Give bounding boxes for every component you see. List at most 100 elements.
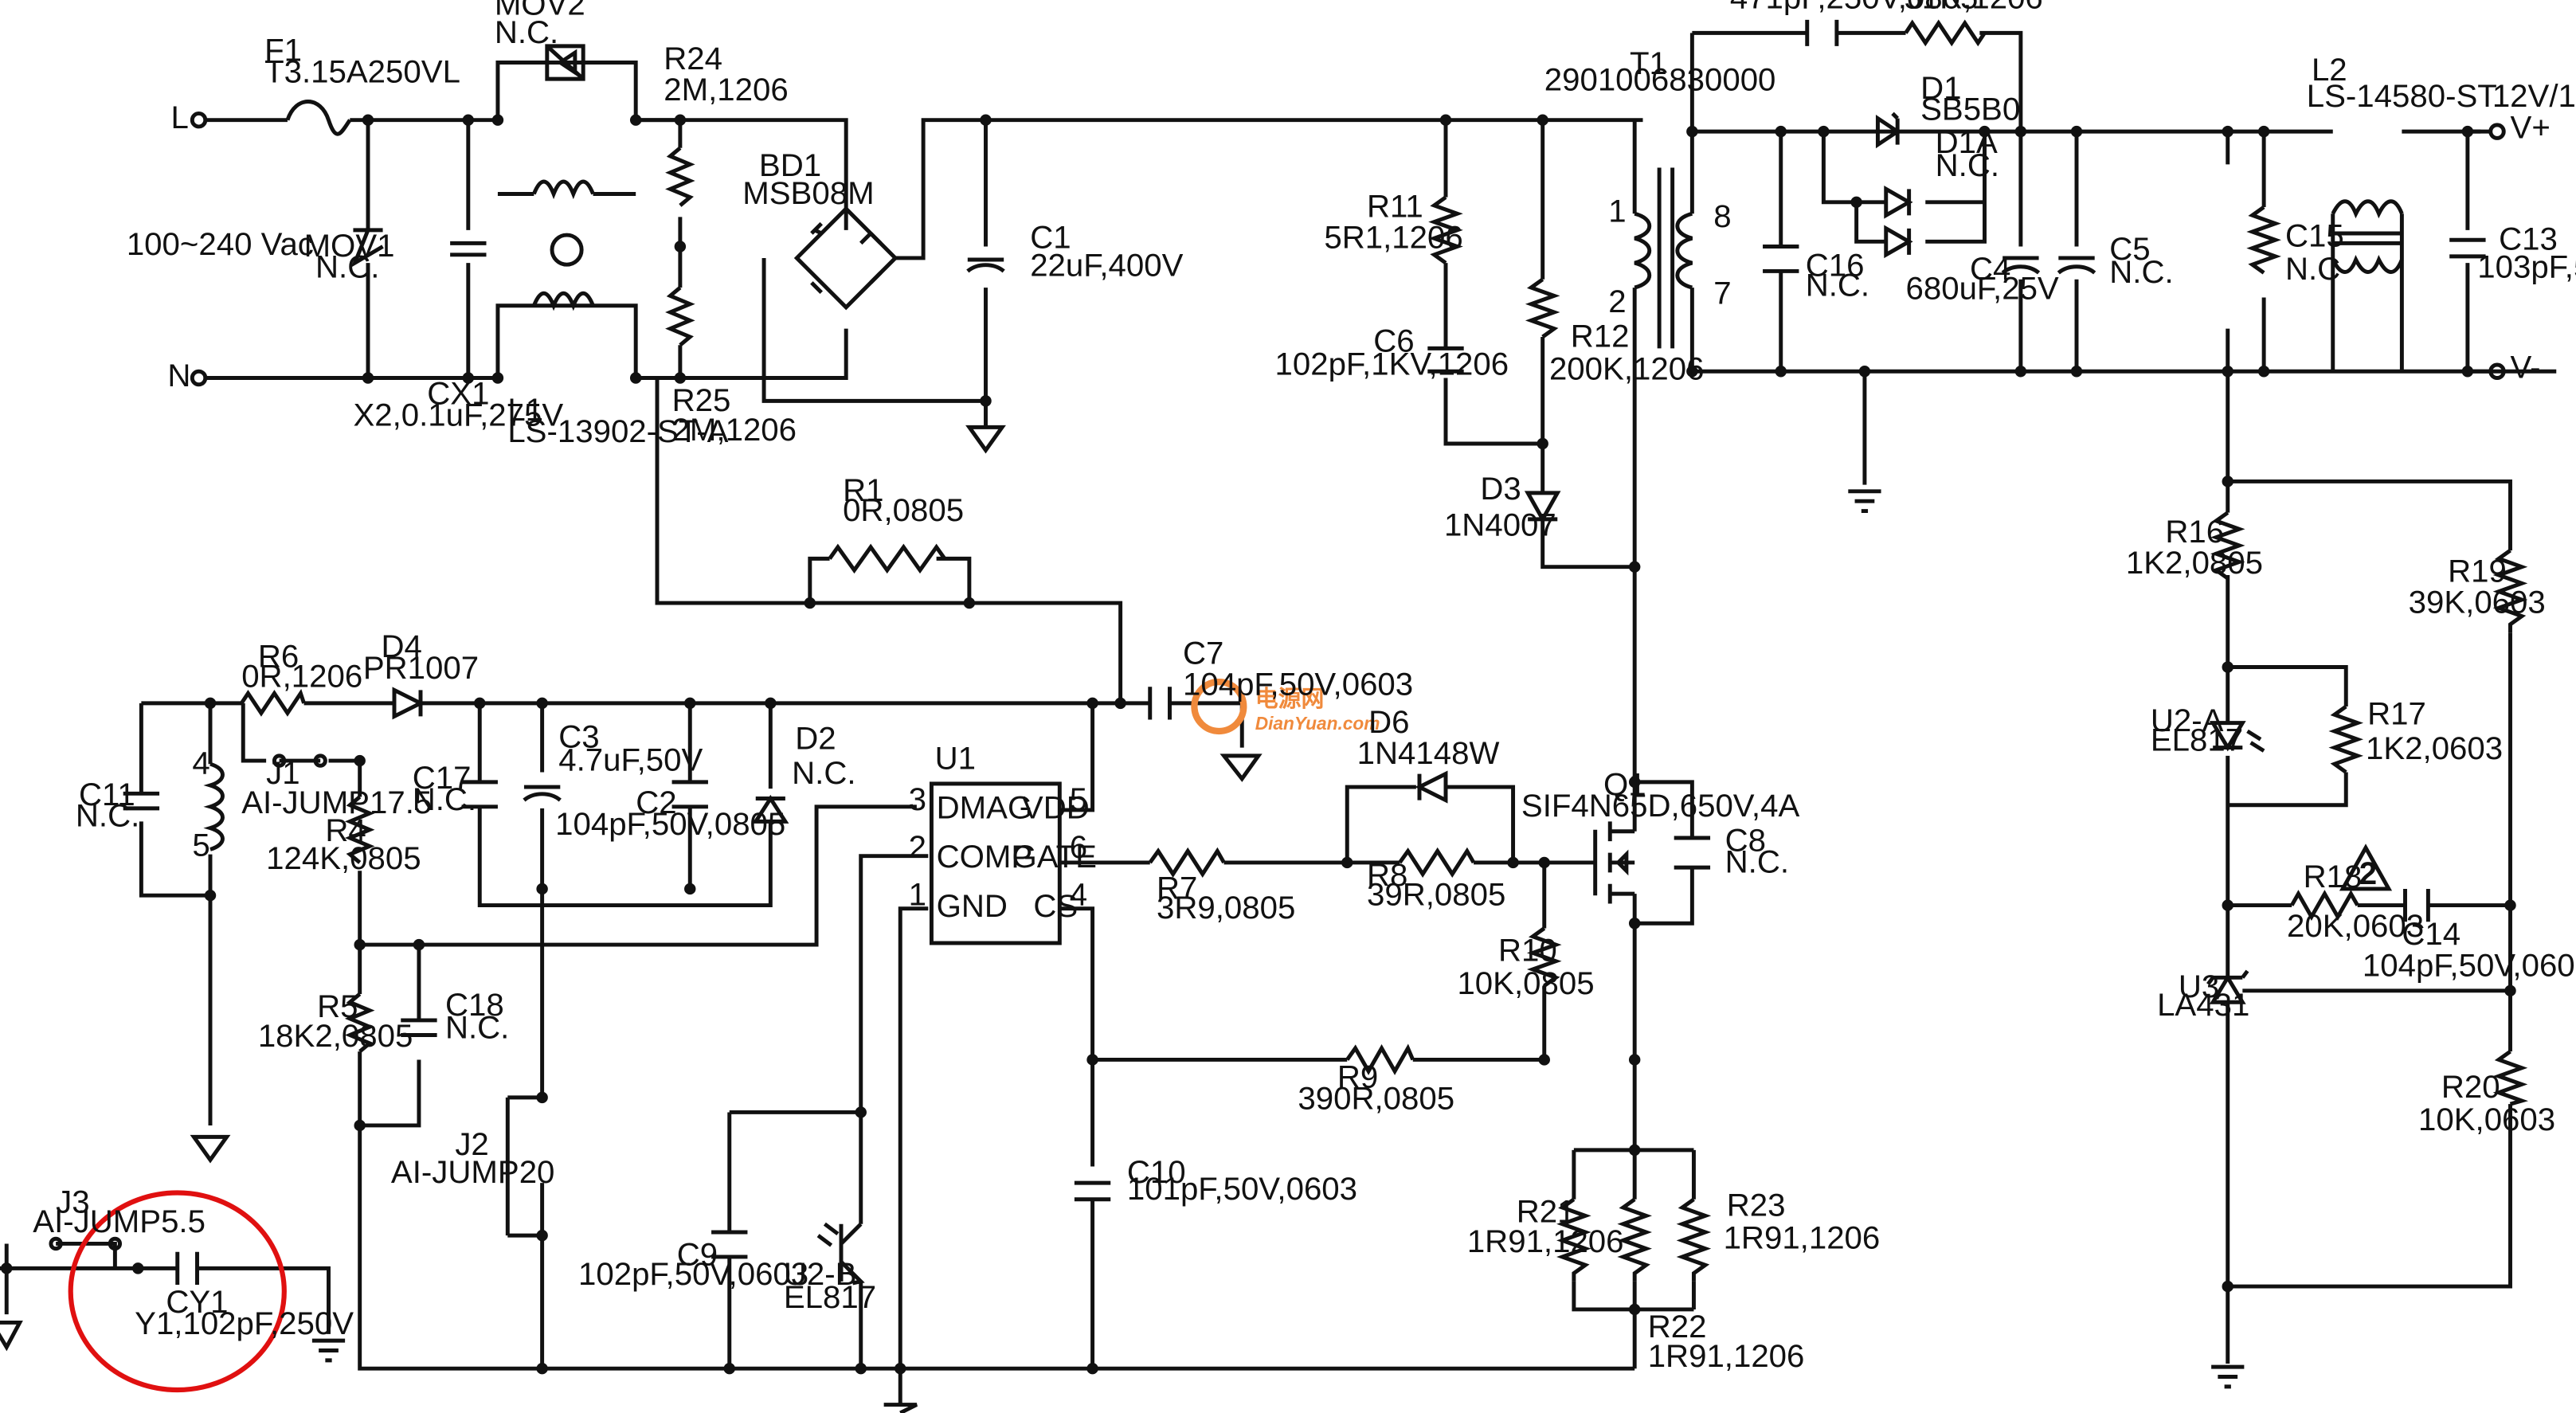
r1-symbol	[828, 543, 946, 574]
label-c16: C16	[1806, 248, 1865, 284]
label-triangle-number: 2	[2359, 855, 2377, 891]
label-r6-value: 0R,1206	[241, 658, 362, 694]
label-c14: C14	[2402, 916, 2461, 952]
label-r24-value: 2M,1206	[664, 72, 788, 108]
label-t1-pin8: 8	[1713, 198, 1731, 234]
label-u1-comp: COMP	[937, 839, 1033, 875]
label-c16-value: N.C.	[1806, 267, 1869, 303]
label-c5-value: N.C.	[2109, 254, 2173, 290]
label-r22-value: 1R91,1206	[1648, 1338, 1805, 1374]
label-bd1: BD1	[759, 147, 821, 183]
label-f1-value: T3.15A250VL	[264, 53, 460, 89]
cx1-symbol	[450, 241, 487, 257]
c10-symbol	[1074, 1180, 1111, 1202]
l2-symbol	[2331, 199, 2404, 274]
d2-symbol	[752, 794, 789, 824]
label-r17: R17	[2367, 696, 2426, 732]
highlight-circle	[68, 1190, 287, 1393]
c18-symbol	[401, 1018, 437, 1037]
top-snubber-res	[1904, 19, 1987, 47]
label-r23-value: 1R91,1206	[1724, 1220, 1881, 1256]
label-u3-value: LA431	[2157, 987, 2249, 1023]
label-u1-pin1: 1	[909, 877, 926, 913]
u1-ic	[929, 781, 1062, 945]
label-c13-value: 103pF,50V,08	[2477, 249, 2576, 285]
label-mov1-value: N.C.	[315, 249, 379, 285]
label-r20-value: 10K,0603	[2418, 1102, 2555, 1137]
label-c15-value: N.C	[2285, 251, 2340, 287]
mov1-symbol	[350, 228, 384, 268]
label-aux-pin4: 4	[192, 746, 209, 781]
label-u1-pin4: 4	[1070, 877, 1087, 913]
label-r18-value: 20K,0603	[2287, 908, 2424, 944]
cy1-symbol	[175, 1251, 199, 1285]
aux-winding	[203, 761, 225, 851]
ground-icon	[0, 1320, 23, 1352]
label-r12-value: 200K,1206	[1549, 351, 1705, 387]
r25-symbol	[665, 286, 695, 347]
label-r5-value: 18K2,0805	[258, 1018, 413, 1054]
label-c15: C15	[2285, 218, 2344, 254]
c16-symbol	[1763, 245, 1799, 273]
label-r19-value: 39K,0603	[2409, 584, 2546, 620]
label-c5: C5	[2109, 231, 2150, 267]
components	[49, 19, 2529, 1286]
t1-primary	[1634, 211, 1651, 290]
label-r12: R12	[1571, 318, 1630, 354]
label-c1: C1	[1030, 220, 1071, 256]
c8-symbol	[1674, 836, 1711, 870]
label-d1a: D1A	[1936, 124, 1998, 160]
label-t1-pin7: 7	[1713, 276, 1731, 311]
c9-symbol	[711, 1230, 748, 1259]
label-u1-cs: CS	[1033, 888, 1078, 924]
label-mov2-value: N.C.	[495, 14, 558, 50]
c6-symbol	[1427, 346, 1464, 374]
label-d4-value: PR1007	[363, 650, 479, 686]
label-c10-value: 101pF,50V,0603	[1127, 1171, 1357, 1207]
label-t1-pin1: 1	[1608, 194, 1626, 229]
revision-triangle	[2339, 843, 2393, 891]
label-c2: C2	[636, 785, 676, 820]
fuse-f1	[285, 100, 352, 136]
label-output-rating: 12V/1A	[2492, 78, 2576, 114]
earth-ground-icon	[1848, 489, 1881, 514]
label-c18-value: N.C.	[445, 1010, 509, 1046]
c14-symbol	[2403, 888, 2430, 922]
label-c9-value: 102pF,50V,0603	[578, 1256, 808, 1292]
r17-symbol	[2328, 704, 2364, 774]
label-u1: U1	[935, 740, 976, 776]
label-r23: R23	[1727, 1187, 1786, 1223]
label-c14-value: 104pF,50V,0603	[2363, 947, 2576, 983]
label-t1-value: 2901006830000	[1544, 62, 1776, 98]
label-t1-pin2: 2	[1608, 284, 1626, 319]
r7-symbol	[1148, 847, 1226, 878]
label-r7-value: 3R9,0805	[1157, 890, 1295, 926]
label-r24: R24	[664, 41, 722, 76]
label-r25-value: 2M,1206	[672, 412, 797, 448]
label-r19: R19	[2448, 553, 2507, 589]
label-r7: R7	[1157, 870, 1197, 906]
label-r4: R4	[325, 812, 366, 848]
label-vminus: V-	[2511, 350, 2541, 386]
label-r17-value: 1K2,0603	[2366, 730, 2503, 766]
label-c9: C9	[677, 1236, 718, 1272]
label-d1: D1	[1920, 70, 1961, 106]
label-r10-value: 10K,0805	[1457, 965, 1594, 1001]
j3-symbol	[49, 1236, 63, 1251]
label-r16: R16	[2165, 514, 2224, 550]
label-d2-value: N.C.	[792, 755, 855, 791]
label-u1-vdd: VDD	[1022, 789, 1090, 825]
n-terminal	[190, 369, 208, 387]
label-u2a: U2-A	[2151, 703, 2224, 738]
label-r25: R25	[672, 382, 731, 418]
label-r20: R20	[2441, 1069, 2500, 1105]
ground-icon	[190, 1134, 231, 1164]
c11-symbol	[123, 791, 160, 811]
u2a-led	[2209, 721, 2265, 753]
label-c11-value: N.C.	[76, 798, 139, 834]
label-u2b: U2-B	[784, 1256, 857, 1292]
label-d1a-value: N.C.	[1936, 147, 1999, 183]
label-t1: T1	[1630, 45, 1667, 81]
label-r9-value: 390R,0805	[1298, 1080, 1454, 1116]
label-mov1: MOV1	[304, 228, 395, 264]
